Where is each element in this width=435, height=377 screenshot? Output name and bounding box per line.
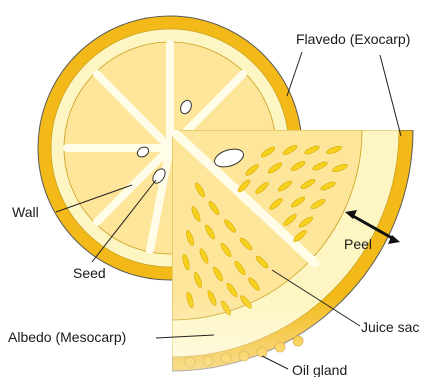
flavedo-leader-quarter — [380, 55, 401, 136]
label-juice-sac: Juice sac — [361, 319, 419, 335]
label-albedo: Albedo (Mesocarp) — [8, 329, 126, 345]
flavedo-leader — [287, 52, 302, 96]
label-flavedo: Flavedo (Exocarp) — [296, 31, 410, 47]
label-peel: Peel — [344, 236, 372, 252]
label-oil-gland: Oil gland — [292, 362, 347, 377]
label-wall: Wall — [12, 204, 39, 220]
label-seed: Seed — [73, 265, 106, 281]
